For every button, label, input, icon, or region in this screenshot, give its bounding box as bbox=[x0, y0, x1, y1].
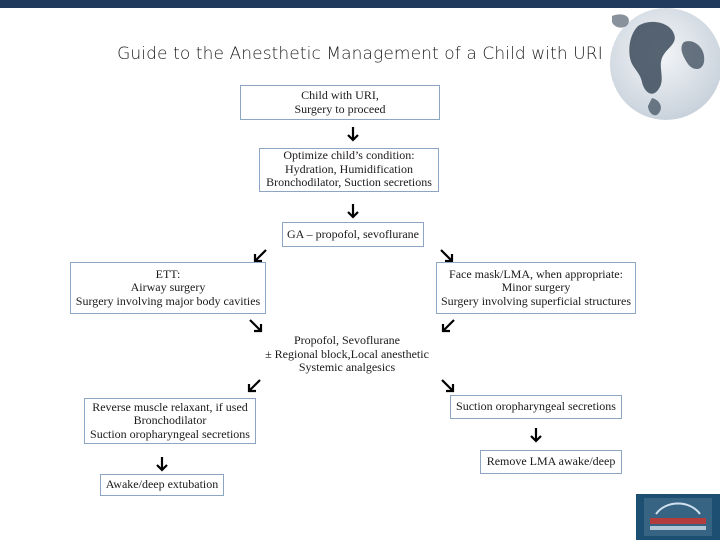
node-face-mask-lma: Face mask/LMA, when appropriate: Minor s… bbox=[436, 262, 636, 314]
arrow-icon bbox=[253, 249, 267, 263]
node-suction-secretions: Suction oropharyngeal secretions bbox=[450, 395, 622, 419]
node-line: Minor surgery bbox=[501, 280, 571, 295]
node-ett: ETT: Airway surgery Surgery involving ma… bbox=[70, 262, 266, 314]
arrow-icon bbox=[440, 249, 454, 263]
node-line: Systemic analgesics bbox=[298, 360, 396, 374]
node-line: Face mask/LMA, when appropriate: bbox=[449, 266, 623, 281]
node-line: Surgery to proceed bbox=[294, 101, 386, 116]
arrow-icon bbox=[247, 379, 261, 393]
node-line: Hydration, Humidification bbox=[285, 161, 413, 176]
node-child-with-uri: Child with URI, Surgery to proceed bbox=[240, 85, 440, 120]
node-line: ± Regional block,Local anesthetic bbox=[265, 346, 429, 361]
arrow-icon bbox=[249, 319, 263, 333]
page-title: Guide to the Anesthetic Management of a … bbox=[117, 44, 603, 64]
node-line: Reverse muscle relaxant, if used bbox=[92, 399, 248, 414]
arrow-icon bbox=[441, 319, 455, 333]
node-general-anesthesia: GA – propofol, sevoflurane bbox=[282, 222, 424, 247]
globe-icon bbox=[610, 8, 720, 120]
society-logo-graphic bbox=[644, 498, 712, 536]
node-line: GA – propofol, sevoflurane bbox=[287, 226, 419, 241]
node-line: Bronchodilator bbox=[133, 413, 207, 428]
arrow-icon bbox=[156, 457, 168, 472]
node-line: Suction oropharyngeal secretions bbox=[456, 399, 616, 414]
node-line: ETT: bbox=[155, 266, 181, 281]
node-line: Suction oropharyngeal secretions bbox=[90, 426, 250, 441]
node-line: Airway surgery bbox=[130, 280, 206, 295]
node-extubation: Awake/deep extubation bbox=[100, 474, 224, 496]
node-reverse-relaxant: Reverse muscle relaxant, if used Broncho… bbox=[84, 398, 256, 444]
node-line: Awake/deep extubation bbox=[105, 477, 219, 492]
node-line: Child with URI, bbox=[301, 88, 379, 102]
node-line: Remove LMA awake/deep bbox=[486, 454, 616, 469]
node-line: Optimize child’s condition: bbox=[283, 148, 415, 162]
node-line: Propofol, Sevoflurane bbox=[294, 333, 400, 347]
node-line: Surgery involving superficial structures bbox=[440, 293, 632, 308]
arrow-icon bbox=[347, 204, 359, 219]
society-logo bbox=[636, 494, 720, 540]
arrow-icon bbox=[347, 127, 359, 142]
arrow-icon bbox=[441, 379, 455, 393]
node-line: Surgery involving major body cavities bbox=[75, 293, 261, 308]
node-optimize-condition: Optimize child’s condition: Hydration, H… bbox=[259, 148, 439, 192]
node-line: Bronchodilator, Suction secretions bbox=[266, 175, 432, 189]
node-maintenance: Propofol, Sevoflurane ± Regional block,L… bbox=[262, 333, 432, 376]
top-bar bbox=[0, 0, 720, 8]
node-remove-lma: Remove LMA awake/deep bbox=[480, 450, 622, 474]
arrow-icon bbox=[530, 428, 542, 443]
